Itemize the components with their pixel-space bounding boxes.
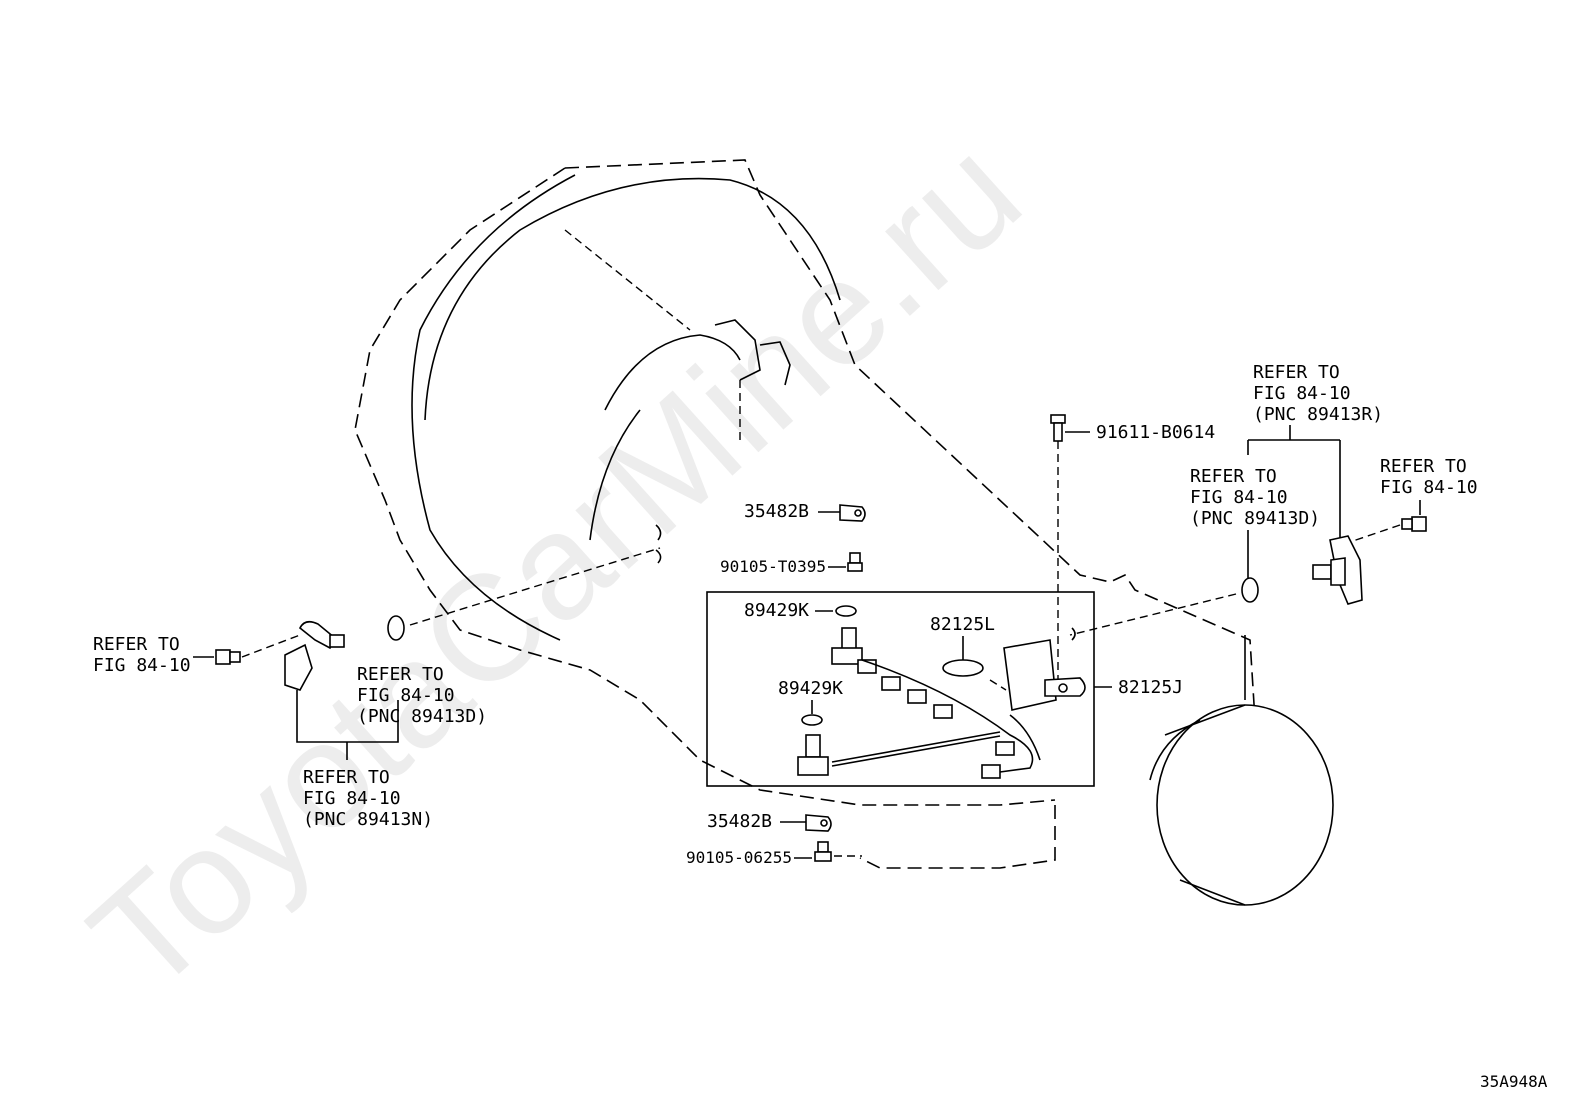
ref-right-bolt-line2: FIG 84-10 [1380, 477, 1478, 498]
ref-left-oring-line3: (PNC 89413D) [357, 706, 487, 727]
ref-right-bolt-line1: REFER TO [1380, 456, 1467, 477]
bolt-90105-06255: 90105-06255 [686, 841, 862, 867]
ref-left-sensor-line2: FIG 84-10 [303, 788, 401, 809]
watermark: ToyotaCarMine.ru [59, 107, 1051, 1024]
label-90105-t0395: 90105-T0395 [720, 557, 826, 576]
right-speed-sensor-group: REFER TO FIG 84-10 (PNC 89413R) REFER TO… [1069, 362, 1478, 641]
ref-left-oring-line2: FIG 84-10 [357, 685, 455, 706]
output-drum [1149, 704, 1334, 906]
ref-left-bolt-line2: FIG 84-10 [93, 655, 191, 676]
ref-right-oring-line2: FIG 84-10 [1190, 487, 1288, 508]
ref-left-bolt-line1: REFER TO [93, 634, 180, 655]
clamp-35482b-top: 35482B [744, 501, 866, 522]
clamp-35482b-bottom: 35482B [707, 811, 832, 832]
bolt-91611-b0614: 91611-B0614 [1050, 414, 1215, 690]
label-35482b-top: 35482B [744, 501, 809, 522]
harness-assembly-82125j: 82125J 89429K 82125L 89429K [706, 591, 1183, 787]
left-speed-sensor-group: REFER TO FIG 84-10 REFER TO FIG 84-10 (P… [93, 524, 662, 830]
transmission-housing [354, 159, 1256, 869]
label-89429k-mid: 89429K [778, 678, 843, 699]
label-90105-06255: 90105-06255 [686, 848, 792, 867]
label-35482b-bottom: 35482B [707, 811, 772, 832]
ref-right-top-line3: (PNC 89413R) [1253, 404, 1383, 425]
bolt-90105-t0395: 90105-T0395 [720, 552, 863, 576]
label-91611-b0614: 91611-B0614 [1096, 422, 1215, 443]
ref-left-sensor-line3: (PNC 89413N) [303, 809, 433, 830]
label-82125j: 82125J [1118, 677, 1183, 698]
ref-left-sensor-line1: REFER TO [303, 767, 390, 788]
ref-right-top-line1: REFER TO [1253, 362, 1340, 383]
label-89429k-top: 89429K [744, 600, 809, 621]
label-82125l: 82125L [930, 614, 995, 635]
ref-right-oring-line1: REFER TO [1190, 466, 1277, 487]
ref-left-oring-line1: REFER TO [357, 664, 444, 685]
ref-right-top-line2: FIG 84-10 [1253, 383, 1351, 404]
ref-right-oring-line3: (PNC 89413D) [1190, 508, 1320, 529]
figure-code: 35A948A [1480, 1072, 1548, 1091]
